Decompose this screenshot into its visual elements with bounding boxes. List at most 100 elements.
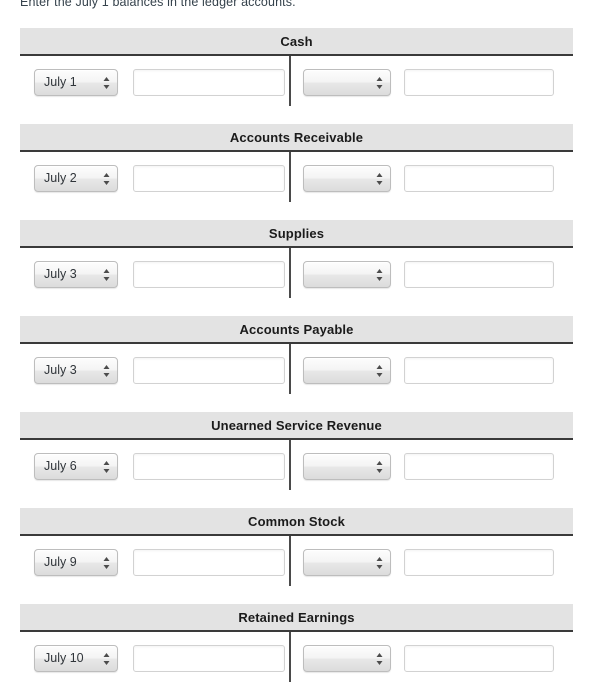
account-select-wrap bbox=[303, 69, 391, 96]
account-header: Cash bbox=[20, 28, 573, 56]
credit-amount-input-2[interactable] bbox=[404, 165, 554, 192]
credit-amount-input-6[interactable] bbox=[404, 549, 554, 576]
account-select-wrap bbox=[303, 165, 391, 192]
date-select-wrap: July 1July 2July 3July 6July 9July 10 bbox=[34, 357, 118, 384]
date-select-wrap: July 1July 2July 3July 6July 9July 10 bbox=[34, 645, 118, 672]
account-select-wrap bbox=[303, 261, 391, 288]
debit-credit-divider bbox=[289, 632, 291, 682]
date-select-4[interactable]: July 1July 2July 3July 6July 9July 10 bbox=[34, 357, 118, 384]
account-header: Retained Earnings bbox=[20, 604, 573, 632]
account-select-3[interactable] bbox=[303, 261, 391, 288]
debit-amount-input-7[interactable] bbox=[133, 645, 285, 672]
credit-account-cell bbox=[303, 645, 391, 672]
account-title: Unearned Service Revenue bbox=[211, 417, 382, 433]
debit-amount-cell bbox=[133, 165, 285, 192]
credit-account-cell bbox=[303, 69, 391, 96]
debit-amount-input-5[interactable] bbox=[133, 453, 285, 480]
account-title: Accounts Receivable bbox=[229, 129, 364, 145]
account-select-6[interactable] bbox=[303, 549, 391, 576]
account-select-7[interactable] bbox=[303, 645, 391, 672]
date-select-1[interactable]: July 1July 2July 3July 6July 9July 10 bbox=[34, 69, 118, 96]
account-title: Retained Earnings bbox=[238, 609, 355, 625]
debit-amount-cell bbox=[133, 453, 285, 480]
debit-amount-input-6[interactable] bbox=[133, 549, 285, 576]
date-select-2[interactable]: July 1July 2July 3July 6July 9July 10 bbox=[34, 165, 118, 192]
account-block: Accounts Receivable July 1July 2July 3Ju… bbox=[0, 124, 615, 208]
account-block: Cash July 1July 2July 3July 6July 9July … bbox=[0, 28, 615, 112]
account-entry-row: July 1July 2July 3July 6July 9July 10 bbox=[20, 440, 573, 496]
date-cell: July 1July 2July 3July 6July 9July 10 bbox=[34, 645, 118, 672]
date-select-3[interactable]: July 1July 2July 3July 6July 9July 10 bbox=[34, 261, 118, 288]
account-entry-row: July 1July 2July 3July 6July 9July 10 bbox=[20, 248, 573, 304]
debit-credit-divider bbox=[289, 440, 291, 490]
account-title: Accounts Payable bbox=[239, 321, 354, 337]
credit-amount-input-1[interactable] bbox=[404, 69, 554, 96]
debit-credit-divider bbox=[289, 536, 291, 586]
credit-amount-cell bbox=[404, 645, 554, 672]
credit-account-cell bbox=[303, 549, 391, 576]
account-select-4[interactable] bbox=[303, 357, 391, 384]
date-cell: July 1July 2July 3July 6July 9July 10 bbox=[34, 549, 118, 576]
date-cell: July 1July 2July 3July 6July 9July 10 bbox=[34, 357, 118, 384]
debit-amount-cell bbox=[133, 645, 285, 672]
account-header: Unearned Service Revenue bbox=[20, 412, 573, 440]
account-select-wrap bbox=[303, 645, 391, 672]
credit-account-cell bbox=[303, 357, 391, 384]
account-block: Common Stock July 1July 2July 3July 6Jul… bbox=[0, 508, 615, 592]
date-cell: July 1July 2July 3July 6July 9July 10 bbox=[34, 165, 118, 192]
account-title: Cash bbox=[280, 33, 313, 49]
debit-credit-divider bbox=[289, 248, 291, 298]
debit-amount-input-2[interactable] bbox=[133, 165, 285, 192]
account-select-1[interactable] bbox=[303, 69, 391, 96]
account-title: Supplies bbox=[268, 225, 325, 241]
account-entry-row: July 1July 2July 3July 6July 9July 10 bbox=[20, 56, 573, 112]
debit-amount-input-3[interactable] bbox=[133, 261, 285, 288]
credit-amount-cell bbox=[404, 357, 554, 384]
date-cell: July 1July 2July 3July 6July 9July 10 bbox=[34, 69, 118, 96]
date-select-wrap: July 1July 2July 3July 6July 9July 10 bbox=[34, 453, 118, 480]
debit-amount-cell bbox=[133, 357, 285, 384]
credit-account-cell bbox=[303, 261, 391, 288]
credit-amount-cell bbox=[404, 69, 554, 96]
credit-account-cell bbox=[303, 453, 391, 480]
account-title: Common Stock bbox=[248, 513, 345, 529]
account-select-wrap bbox=[303, 357, 391, 384]
account-header: Common Stock bbox=[20, 508, 573, 536]
date-select-wrap: July 1July 2July 3July 6July 9July 10 bbox=[34, 69, 118, 96]
credit-amount-input-4[interactable] bbox=[404, 357, 554, 384]
date-select-7[interactable]: July 1July 2July 3July 6July 9July 10 bbox=[34, 645, 118, 672]
date-cell: July 1July 2July 3July 6July 9July 10 bbox=[34, 453, 118, 480]
date-cell: July 1July 2July 3July 6July 9July 10 bbox=[34, 261, 118, 288]
account-blocks-list: Cash July 1July 2July 3July 6July 9July … bbox=[0, 28, 615, 700]
account-entry-row: July 1July 2July 3July 6July 9July 10 bbox=[20, 536, 573, 592]
debit-credit-divider bbox=[289, 56, 291, 106]
date-select-wrap: July 1July 2July 3July 6July 9July 10 bbox=[34, 165, 118, 192]
account-header: Supplies bbox=[20, 220, 573, 248]
credit-amount-input-3[interactable] bbox=[404, 261, 554, 288]
account-entry-row: July 1July 2July 3July 6July 9July 10 bbox=[20, 152, 573, 208]
account-select-wrap bbox=[303, 549, 391, 576]
debit-credit-divider bbox=[289, 152, 291, 202]
account-select-5[interactable] bbox=[303, 453, 391, 480]
date-select-6[interactable]: July 1July 2July 3July 6July 9July 10 bbox=[34, 549, 118, 576]
account-block: Unearned Service Revenue July 1July 2Jul… bbox=[0, 412, 615, 496]
instruction-text: Enter the July 1 balances in the ledger … bbox=[20, 0, 296, 9]
credit-amount-input-7[interactable] bbox=[404, 645, 554, 672]
date-select-wrap: July 1July 2July 3July 6July 9July 10 bbox=[34, 549, 118, 576]
account-select-2[interactable] bbox=[303, 165, 391, 192]
account-block: Supplies July 1July 2July 3July 6July 9J… bbox=[0, 220, 615, 304]
account-entry-row: July 1July 2July 3July 6July 9July 10 bbox=[20, 344, 573, 400]
credit-amount-input-5[interactable] bbox=[404, 453, 554, 480]
credit-amount-cell bbox=[404, 549, 554, 576]
account-header: Accounts Payable bbox=[20, 316, 573, 344]
account-select-wrap bbox=[303, 453, 391, 480]
debit-amount-input-1[interactable] bbox=[133, 69, 285, 96]
date-select-5[interactable]: July 1July 2July 3July 6July 9July 10 bbox=[34, 453, 118, 480]
debit-amount-input-4[interactable] bbox=[133, 357, 285, 384]
account-block: Retained Earnings July 1July 2July 3July… bbox=[0, 604, 615, 688]
date-select-wrap: July 1July 2July 3July 6July 9July 10 bbox=[34, 261, 118, 288]
debit-amount-cell bbox=[133, 549, 285, 576]
account-header: Accounts Receivable bbox=[20, 124, 573, 152]
debit-credit-divider bbox=[289, 344, 291, 394]
